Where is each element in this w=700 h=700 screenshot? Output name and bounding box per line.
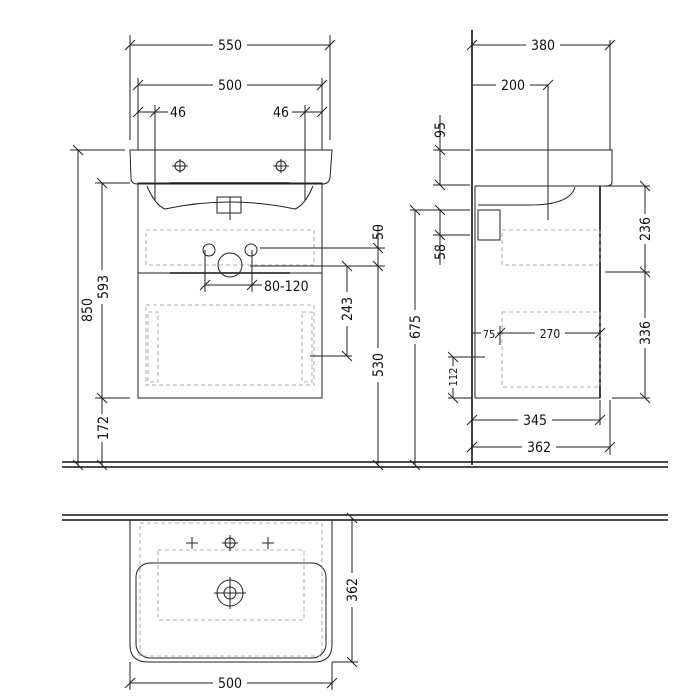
tap-hole-icon: [222, 535, 238, 551]
dim-floor-gap: 172: [96, 416, 112, 440]
floor-line: [62, 459, 668, 471]
drain-icon: [214, 577, 246, 609]
dim-inner-depth: 270: [540, 327, 561, 341]
dim-depth-basin: 380: [531, 38, 555, 54]
basin-top: [129, 520, 333, 663]
dim-height-cabinet-top: 593: [96, 275, 112, 299]
dim-siphon-spacing: 80-120: [264, 279, 309, 295]
dim-siphon-cutout: 243: [340, 297, 356, 321]
siphon-cutout: [217, 252, 243, 278]
basin-side: [475, 149, 613, 187]
dim-depth-cabinet: 345: [523, 413, 547, 429]
dim-depth-overall: 362: [527, 440, 551, 456]
dim-offset-left: 46: [170, 105, 186, 121]
dim-inner-offset: 75: [483, 328, 496, 341]
dim-top-depth: 362: [345, 578, 361, 602]
dim-offset-right: 46: [273, 105, 289, 121]
water-connection: [202, 243, 216, 257]
cabinet-side: [474, 185, 601, 399]
side-view: 380 200 95 58 675 236 336 75 270 112 345…: [408, 30, 654, 465]
dim-width-total: 550: [218, 38, 242, 54]
dim-cutout-top: 58: [433, 244, 449, 260]
dim-inner-height: 112: [447, 368, 460, 387]
dim-height-siphon: 530: [371, 353, 387, 377]
tap-hole-icon: [172, 159, 188, 173]
dim-depth-drain: 200: [501, 78, 525, 94]
dim-height-total: 850: [80, 298, 96, 322]
top-view: 362 500: [62, 512, 668, 692]
basin-front: [129, 149, 333, 185]
dim-width-cabinet: 500: [218, 78, 242, 94]
tap-hole-icon: [273, 159, 289, 173]
dim-basin-thickness: 95: [433, 122, 449, 138]
dim-drawer-lower: 336: [638, 321, 654, 345]
cabinet-front: [137, 182, 323, 399]
water-connection: [244, 243, 258, 257]
dim-top-width: 500: [218, 676, 242, 692]
dim-drawer-upper: 236: [638, 217, 654, 241]
front-view: 550 500 46 46 850 593 172 50 530 243 80-…: [70, 35, 387, 465]
dim-siphon-gap: 50: [371, 224, 387, 240]
dim-height-cutout: 675: [408, 315, 424, 339]
